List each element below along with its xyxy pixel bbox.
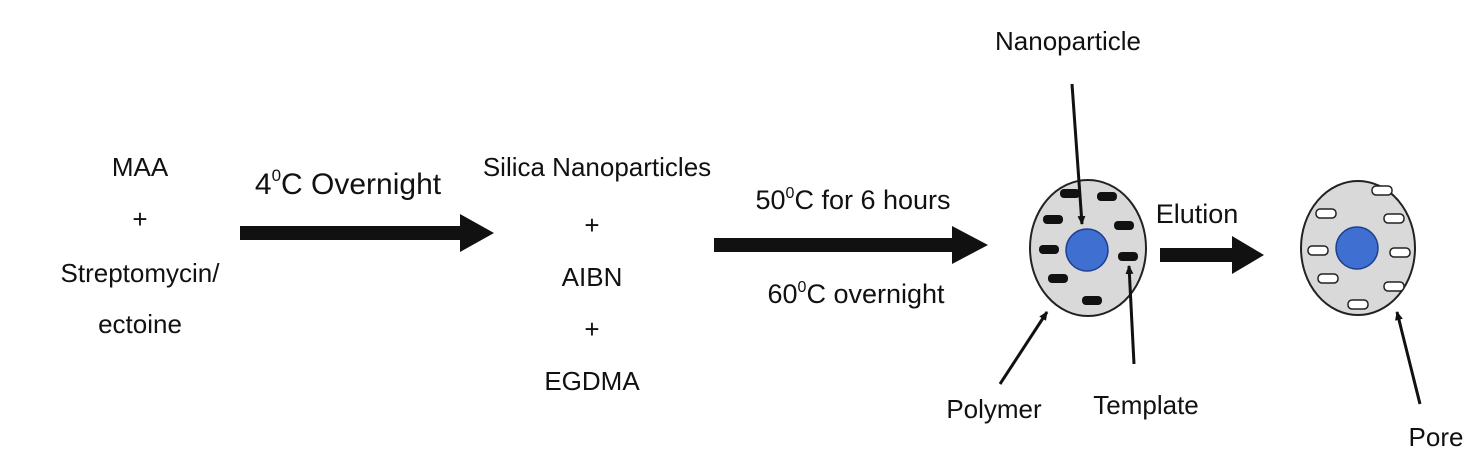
step2-top-rest: C for 6 hours [794,185,950,215]
step1-label-base: 4 [255,168,272,201]
template-molecules [1039,189,1138,305]
step2-top-base: 50 [755,185,785,215]
reactant-template-cont: ectoine [98,309,182,339]
reactant-plus: + [132,204,147,234]
pore [1371,185,1393,196]
pore [1347,299,1369,310]
step1-arrow [240,214,494,252]
step2-top-sup: 0 [786,185,795,202]
step2-bottom-base: 60 [767,279,797,309]
template-molecule [1043,215,1063,224]
template-molecule [1118,252,1138,261]
template-molecule [1039,245,1059,254]
template-molecule [1048,274,1068,283]
reactant-maa: MAA [112,152,169,182]
nanoparticle-core-eluted [1335,226,1379,270]
pore [1317,273,1339,284]
pores [1307,185,1411,310]
step1-label: 40C Overnight [255,166,442,201]
label-polymer: Polymer [946,394,1042,424]
pore [1383,213,1405,224]
reactant-template: Streptomycin/ [61,258,221,288]
reagent-plus-1: + [584,210,599,240]
step2-condition-top: 500C for 6 hours [755,185,950,215]
reagents-group: Silica Nanoparticles + AIBN + EGDMA [483,152,711,396]
label-template: Template [1093,390,1199,420]
step2-bottom-sup: 0 [798,279,807,296]
template-molecule [1097,192,1117,201]
step2-condition-bottom: 600C overnight [767,279,945,309]
template-molecule [1082,296,1102,305]
reagent-silica: Silica Nanoparticles [483,152,711,182]
label-pore: Pore [1409,422,1464,452]
pore [1315,208,1337,219]
reactants-group: MAA + Streptomycin/ ectoine [61,152,221,339]
pointer-nanoparticle [1070,83,1086,225]
pore [1383,281,1405,292]
step1-label-sup: 0 [272,166,281,185]
label-nanoparticle: Nanoparticle [995,26,1141,56]
step2-arrow [714,226,988,264]
imprinted-particle [1029,179,1147,317]
reagent-plus-2: + [584,314,599,344]
eluted-particle [1300,180,1416,316]
elution-arrow [1160,236,1264,274]
step2-bottom-rest: C overnight [806,279,945,309]
reagent-egdma: EGDMA [544,366,640,396]
nanoparticle-core [1065,228,1109,272]
pore [1307,245,1329,256]
elution-label: Elution [1156,199,1239,229]
reagent-aibn: AIBN [562,262,623,292]
pointer-template [1125,265,1136,365]
pointer-pore [1395,311,1422,405]
template-molecule [1060,189,1080,198]
template-molecule [1114,221,1134,230]
pore [1389,247,1411,258]
step1-label-rest: C Overnight [281,168,442,201]
pointer-polymer [998,311,1049,385]
